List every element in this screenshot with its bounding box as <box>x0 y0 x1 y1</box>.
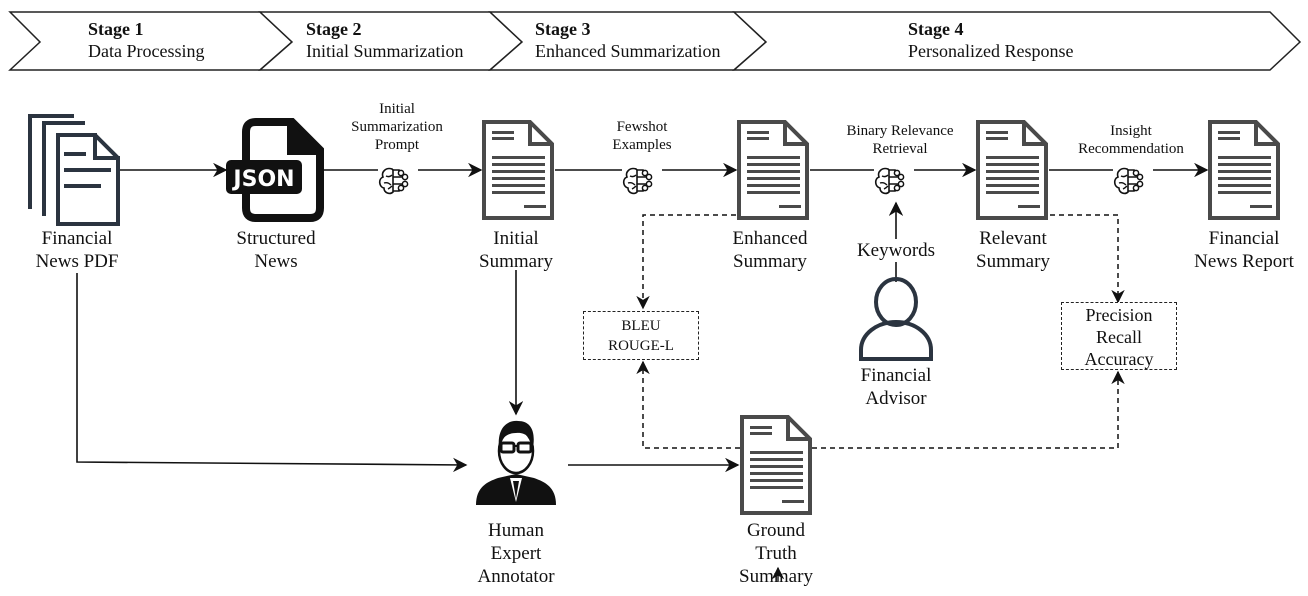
binary-relevance-ai-brain-icon <box>874 167 905 195</box>
initial-summary-label: Initial Summary <box>479 228 553 272</box>
initial-summary-document-icon <box>482 120 554 220</box>
stage-1-name: Data Processing <box>88 41 205 61</box>
structured-news-label: Structured News <box>236 228 316 272</box>
person-outline-icon <box>859 277 933 361</box>
financial-news-report-label: Financial News Report <box>1194 228 1294 272</box>
relevant-summary-label: Relevant Summary <box>976 228 1050 272</box>
financial-advisor-label: Financial Advisor <box>860 365 932 409</box>
enhanced-summary-document-icon <box>737 120 809 220</box>
insight-label: Insight Recommendation <box>1078 123 1184 157</box>
keywords-label: Keywords <box>854 239 938 262</box>
stage-2-name: Initial Summarization <box>306 41 464 61</box>
stage-2: Stage 2 Initial Summarization <box>306 18 463 62</box>
stage-3-name: Enhanced Summarization <box>535 41 721 61</box>
ground-truth-summary-label: Ground Truth Summary <box>739 520 813 587</box>
initial-prompt-ai-brain-icon <box>378 167 409 195</box>
bleu-rouge-metric-box: BLEU ROUGE-L <box>583 311 699 360</box>
initial-prompt-label: Initial Summarization Prompt <box>351 101 443 153</box>
stage-4-name: Personalized Response <box>908 41 1074 61</box>
dashed-ground-truth-to-precision <box>812 370 1125 449</box>
relevant-summary-document-icon <box>976 120 1048 220</box>
json-badge-text: JSON <box>231 167 294 192</box>
enhanced-summary-label: Enhanced Summary <box>732 228 808 272</box>
insight-ai-brain-icon <box>1113 167 1144 195</box>
stage-3-number: Stage 3 <box>535 19 591 39</box>
stage-4-chevron <box>732 11 1302 71</box>
financial-news-pdf-label: Financial News PDF <box>35 228 119 272</box>
dashed-ground-truth-to-bleu <box>636 360 740 449</box>
json-file-icon: JSON <box>226 118 324 222</box>
dashed-relevant-to-precision <box>1050 214 1125 304</box>
stage-4-number: Stage 4 <box>908 19 964 39</box>
human-expert-annotator-label: Human Expert Annotator <box>477 520 555 587</box>
stacked-documents-icon <box>28 114 120 226</box>
precision-recall-metric-box: Precision Recall Accuracy <box>1061 302 1177 370</box>
businessman-icon <box>476 420 556 505</box>
stage-4: Stage 4 Personalized Response <box>908 18 1073 62</box>
arrow-pdf-to-annotator <box>76 273 468 473</box>
financial-news-report-document-icon <box>1208 120 1280 220</box>
dashed-enhanced-to-bleu <box>636 214 736 310</box>
stage-3: Stage 3 Enhanced Summarization <box>535 18 720 62</box>
stage-2-number: Stage 2 <box>306 19 362 39</box>
stage-1: Stage 1 Data Processing <box>88 18 204 62</box>
stage-band <box>8 11 1302 71</box>
fewshot-label: Fewshot Examples <box>612 119 672 153</box>
fewshot-ai-brain-icon <box>622 167 653 195</box>
stage-1-number: Stage 1 <box>88 19 144 39</box>
ground-truth-document-icon <box>740 415 812 515</box>
binary-relevance-label: Binary Relevance Retrieval <box>846 123 954 157</box>
